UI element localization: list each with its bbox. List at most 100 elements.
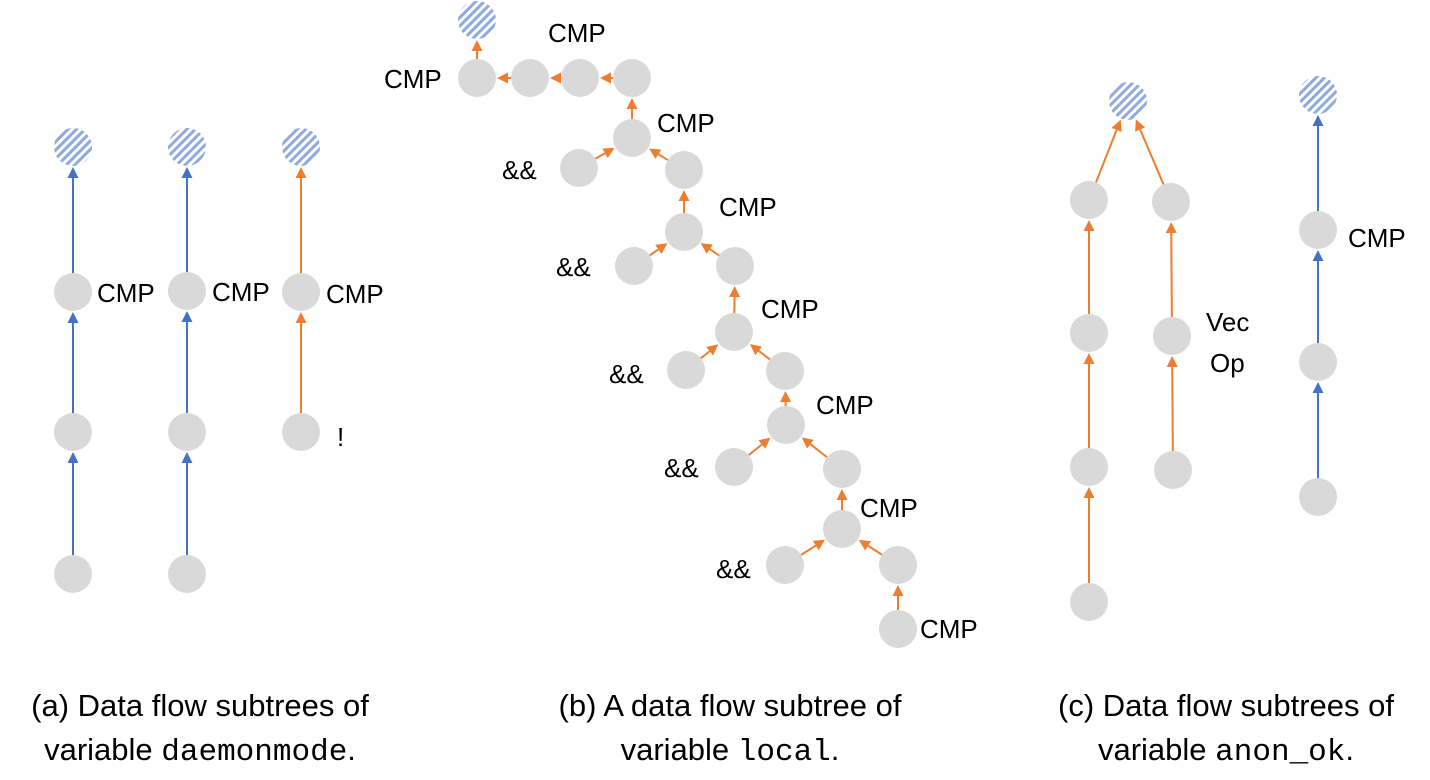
graph-node bbox=[168, 272, 206, 310]
caption-b-suffix: . bbox=[830, 732, 840, 767]
graph-node bbox=[665, 151, 703, 189]
edge-arrow bbox=[1083, 353, 1095, 448]
arrowhead-icon bbox=[600, 72, 611, 84]
caption-b: (b) A data flow subtree of variable loca… bbox=[510, 684, 950, 775]
edge-arrow bbox=[800, 539, 826, 556]
graph-node bbox=[1070, 181, 1108, 219]
root-node-hatched bbox=[458, 1, 496, 39]
caption-c-prefix: variable bbox=[1097, 732, 1216, 767]
label-a-cmp-3: CMP bbox=[326, 279, 384, 309]
edge-line bbox=[800, 544, 817, 556]
arrowhead-icon bbox=[706, 344, 719, 356]
graph-node bbox=[1299, 478, 1337, 516]
edge-arrow bbox=[1083, 487, 1095, 583]
edge-arrow bbox=[1312, 250, 1324, 343]
edge-arrow bbox=[749, 344, 771, 361]
edge-arrow bbox=[295, 167, 307, 273]
edge-arrow bbox=[1312, 115, 1324, 211]
arrowhead-icon bbox=[67, 312, 79, 323]
arrowhead-icon bbox=[1083, 353, 1095, 364]
arrowhead-icon bbox=[1083, 487, 1095, 498]
graph-node bbox=[766, 352, 804, 390]
arrowhead-icon bbox=[1166, 355, 1178, 368]
edge-arrow bbox=[801, 437, 828, 459]
label-b-cmp-top-left: CMP bbox=[384, 64, 442, 94]
graph-node bbox=[766, 546, 804, 584]
caption-b-line2: variable local. bbox=[510, 728, 950, 775]
arrowhead-icon bbox=[678, 190, 690, 201]
arrowhead-icon bbox=[471, 40, 483, 51]
edge-arrow bbox=[700, 243, 720, 257]
label-c-vec: Vec bbox=[1206, 307, 1249, 337]
arrowhead-icon bbox=[181, 452, 193, 463]
arrowhead-icon bbox=[1312, 250, 1324, 261]
graph-node bbox=[716, 247, 754, 285]
arrowhead-icon bbox=[812, 539, 826, 551]
graph-node bbox=[823, 450, 861, 488]
caption-a-variable: daemonmode bbox=[161, 735, 348, 770]
label-a-cmp-1: CMP bbox=[97, 278, 155, 308]
caption-c-suffix: . bbox=[1345, 732, 1355, 767]
graph-node bbox=[511, 59, 549, 97]
root-node-hatched bbox=[1299, 76, 1337, 114]
caption-c-line2: variable anon_ok. bbox=[1022, 728, 1430, 775]
graph-node bbox=[613, 59, 651, 97]
arrowhead-icon bbox=[700, 243, 713, 254]
graph-node bbox=[879, 546, 917, 584]
arrowhead-icon bbox=[729, 285, 741, 298]
graph-node bbox=[879, 610, 917, 648]
arrowhead-icon bbox=[181, 167, 193, 178]
edge-line bbox=[709, 248, 720, 257]
edge-arrow bbox=[892, 585, 904, 610]
arrowhead-icon bbox=[1312, 115, 1324, 126]
edge-line bbox=[1095, 129, 1118, 183]
graph-node bbox=[667, 351, 705, 389]
label-b-and-5: && bbox=[716, 554, 751, 584]
edge-line bbox=[1170, 232, 1173, 318]
arrowhead-icon bbox=[749, 344, 762, 356]
root-node-hatched bbox=[168, 128, 206, 166]
caption-b-variable: local bbox=[737, 735, 831, 770]
label-a-not: ! bbox=[337, 422, 344, 452]
arrowhead-icon bbox=[550, 72, 561, 84]
graph-node bbox=[54, 413, 92, 451]
graph-node bbox=[715, 313, 753, 351]
graph-node bbox=[1152, 183, 1190, 221]
label-b-and-2: && bbox=[556, 252, 591, 282]
arrowhead-icon bbox=[626, 98, 638, 109]
arrowhead-icon bbox=[1135, 119, 1146, 132]
edge-line bbox=[748, 443, 763, 456]
graph-node bbox=[168, 555, 206, 593]
edge-line bbox=[595, 152, 606, 160]
arrowhead-icon bbox=[801, 437, 814, 449]
edge-arrow bbox=[836, 489, 848, 510]
arrowhead-icon bbox=[655, 243, 668, 254]
caption-b-prefix: variable bbox=[620, 732, 738, 767]
graph-node bbox=[561, 59, 599, 97]
caption-a-suffix: . bbox=[347, 732, 356, 767]
graph-node bbox=[1070, 583, 1108, 621]
edge-arrow bbox=[1166, 355, 1178, 452]
edge-arrow bbox=[181, 167, 193, 272]
caption-a-line1: (a) Data flow subtrees of bbox=[31, 688, 369, 723]
arrowhead-icon bbox=[758, 437, 771, 449]
edge-arrow bbox=[1312, 382, 1324, 478]
label-b-cmp-top-chain: CMP bbox=[548, 18, 606, 48]
graph-node bbox=[458, 59, 496, 97]
edge-line bbox=[649, 248, 659, 257]
graph-node bbox=[560, 149, 598, 187]
caption-c-variable: anon_ok bbox=[1215, 735, 1346, 770]
edge-arrow bbox=[780, 390, 792, 407]
label-b-cmp-1: CMP bbox=[657, 108, 715, 138]
graph-node bbox=[1299, 211, 1337, 249]
graph-node bbox=[613, 119, 651, 157]
graph-node bbox=[282, 413, 320, 451]
label-b-cmp-3: CMP bbox=[761, 294, 819, 324]
label-b-and-3: && bbox=[609, 359, 644, 389]
edge-line bbox=[700, 350, 711, 359]
edge-arrow bbox=[181, 311, 193, 413]
label-c-op: Op bbox=[1210, 348, 1245, 378]
edge-arrow bbox=[1135, 119, 1165, 185]
edge-arrow bbox=[729, 285, 741, 314]
